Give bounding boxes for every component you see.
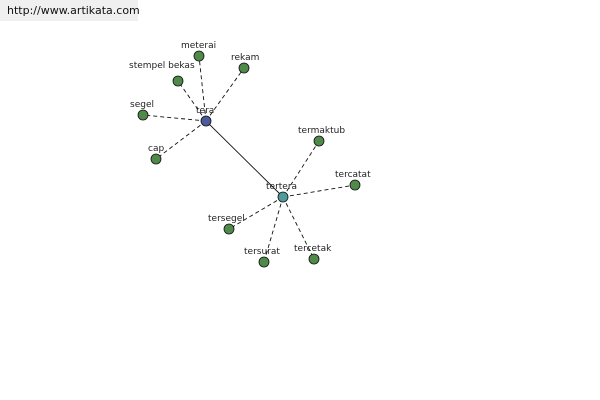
node-label-meterai[interactable]: meterai — [181, 41, 216, 51]
node-label-termaktub[interactable]: termaktub — [298, 126, 345, 136]
node-label-tertera[interactable]: tertera — [266, 182, 297, 192]
edge-tertera-tersurat — [263, 196, 284, 263]
edge-tera-rekam — [205, 67, 245, 122]
node-tersurat[interactable] — [258, 256, 270, 268]
node-cap[interactable] — [150, 153, 162, 165]
node-label-stempel-bekas[interactable]: stempel bekas — [129, 61, 195, 71]
node-label-tercetak[interactable]: tercetak — [294, 244, 332, 254]
node-tera[interactable] — [200, 115, 212, 127]
node-label-tera[interactable]: tera — [196, 106, 214, 116]
edge-tera-segel — [142, 114, 207, 122]
edge-tertera-tercatat — [282, 184, 356, 198]
edge-tertera-tersegel — [228, 196, 284, 230]
edge-tera-stempel-bekas — [177, 80, 207, 122]
node-label-rekam[interactable]: rekam — [231, 53, 259, 63]
graph-nodes — [137, 50, 361, 268]
graph-edges — [142, 55, 356, 263]
edge-tertera-tercetak — [282, 196, 315, 260]
node-label-tercatat[interactable]: tercatat — [335, 170, 371, 180]
node-label-tersegel[interactable]: tersegel — [208, 214, 245, 224]
node-stempel-bekas[interactable] — [172, 75, 184, 87]
node-tercatat[interactable] — [349, 179, 361, 191]
node-tertera[interactable] — [277, 191, 289, 203]
node-label-cap[interactable]: cap — [148, 144, 164, 154]
edge-tera-meterai — [198, 55, 207, 122]
node-tersegel[interactable] — [223, 223, 235, 235]
node-rekam[interactable] — [238, 62, 250, 74]
node-label-tersurat[interactable]: tersurat — [244, 247, 280, 257]
node-tercetak[interactable] — [308, 253, 320, 265]
node-label-segel[interactable]: segel — [130, 100, 154, 110]
edge-tera-tertera — [205, 120, 284, 198]
node-segel[interactable] — [137, 109, 149, 121]
graph-labels: tera tertera meterai rekam stempel bekas sege… — [129, 41, 371, 257]
node-meterai[interactable] — [193, 50, 205, 62]
node-termaktub[interactable] — [313, 135, 325, 147]
site-url-label[interactable]: http://www.artikata.com — [0, 0, 140, 21]
edge-tera-cap — [155, 120, 207, 160]
